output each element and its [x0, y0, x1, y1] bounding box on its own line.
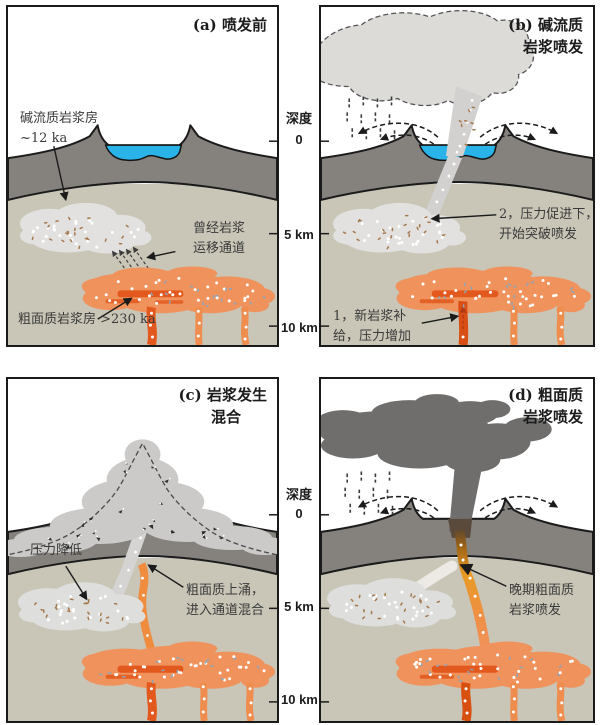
depth-tick-0-bottom: 0: [295, 506, 303, 521]
caldera-lake: [104, 144, 183, 162]
former-magma-channel: [111, 246, 149, 273]
mound-clasts: [47, 462, 225, 550]
label-line: 压力降低: [30, 543, 83, 558]
panel-c-title: (c) 岩浆发生 混合: [178, 385, 267, 429]
label-line: 开始突破喷发: [499, 226, 578, 242]
title-line: 岩浆喷发: [522, 37, 583, 56]
felsic-magma-chamber: [19, 202, 152, 254]
label-line: 粗面质岩浆房 >230 ka: [18, 312, 156, 327]
label-line: 2，压力促进下，: [499, 207, 599, 222]
label-line: 粗面质上涌，: [186, 583, 265, 598]
label-line: 运移通道: [192, 240, 245, 256]
depth-ticks: [269, 140, 277, 327]
felsic-bubbles: [31, 219, 140, 249]
felsic-crystals: [31, 216, 129, 250]
eruption-column: [445, 86, 483, 157]
title-line: (d) 粗面质: [508, 386, 583, 404]
felsic-bubbles: [360, 216, 444, 246]
depth-tick-10km-bottom: 10 km: [281, 692, 318, 707]
label-trachyte-chamber: 粗面质岩浆房 >230 ka: [18, 310, 156, 330]
label-line: 岩浆喷发: [509, 602, 562, 618]
depth-tick-0-top: 0: [295, 132, 303, 147]
depth-ticks: [269, 514, 277, 703]
panel-a-title: (a) 喷发前: [193, 15, 267, 37]
panel-a-illustration: [8, 124, 277, 345]
panel-d-illustration: [321, 394, 593, 721]
annotation-arrows: [53, 146, 176, 320]
felsic-crystals: [33, 598, 124, 624]
felsic-conduit: [419, 154, 463, 232]
ash-fall: [346, 96, 396, 140]
title-line: (c) 岩浆发生: [178, 386, 267, 404]
annotation-arrows: [459, 563, 507, 587]
label-step2: 2，压力促进下， 开始突破喷发: [499, 205, 598, 244]
trachyte-crystals: [437, 281, 575, 310]
pyroclastic-mound: [8, 439, 277, 558]
felsic-crystals: [342, 214, 446, 250]
felsic-magma-chamber: [17, 582, 146, 632]
felsic-bubbles: [46, 594, 130, 625]
title-line: 岩浆喷发: [522, 407, 583, 426]
trachyte-bubbles: [94, 276, 255, 305]
label-line: 曾经岩浆: [192, 221, 245, 236]
label-line: 给，压力增加: [333, 328, 412, 344]
trachyte-crystals: [99, 657, 260, 684]
felsic-magma-chamber: [333, 202, 467, 254]
depth-tick-10km-top: 10 km: [281, 320, 318, 335]
depth-scale-title-top: 深度: [285, 112, 312, 127]
label-line: 晚期粗面质: [509, 583, 575, 598]
label-line: 进入通道混合: [186, 602, 265, 618]
panel-c-illustration: [8, 439, 277, 721]
label-pressure-drop: 压力降低: [30, 541, 82, 561]
annotation-arrows: [65, 564, 184, 601]
pyroclastic-surge-arrows: [357, 122, 559, 145]
panel-c: (c) 岩浆发生 混合 压力降低 粗面质上涌， 进入通道混合: [6, 377, 279, 723]
felsic-bubbles: [344, 590, 433, 621]
volcano-edifice: [8, 124, 277, 201]
ash-fall: [344, 471, 394, 515]
mound-outline: [8, 442, 277, 556]
depth-tick-5km-top: 5 km: [284, 227, 314, 242]
annotation-arrows: [421, 213, 497, 324]
conduit-bubbles: [459, 543, 485, 634]
trachyte-bubbles: [114, 655, 266, 682]
label-alkaline-chamber: 碱流质岩浆房 ~12 ka: [20, 109, 98, 148]
panel-b-title: (b) 碱流质 岩浆喷发: [508, 15, 583, 59]
depth-scale-title-bottom: 深度: [285, 488, 312, 503]
pyroclastic-surge-arrows: [357, 495, 559, 519]
panel-b-illustration: [321, 9, 593, 345]
trachyte-crystals: [420, 656, 562, 682]
eruption-plume: [321, 9, 535, 107]
label-line: 1，新岩浆补: [333, 309, 407, 324]
label-late-eruption: 晚期粗面质 岩浆喷发: [509, 581, 574, 620]
label-former-channel: 曾经岩浆 运移通道: [176, 219, 262, 258]
label-step1: 1，新岩浆补 给，压力增加: [333, 307, 411, 346]
label-line: ~12 ka: [20, 130, 68, 146]
column-clasts: [458, 106, 476, 147]
panel-a-title-text: (a) 喷发前: [192, 16, 267, 34]
trachytic-magma-chamber: [81, 641, 276, 721]
trachytic-magma-chamber: [395, 641, 591, 721]
trachyte-crystals: [150, 280, 266, 308]
panel-b: (b) 碱流质 岩浆喷发 2，压力促进下， 开始突破喷发 1，新岩浆补 给，压力…: [319, 5, 598, 347]
panel-a: (a) 喷发前 碱流质岩浆房 ~12 ka 曾经岩浆 运移通道 粗面质岩浆房 >…: [6, 5, 279, 347]
title-line: 混合: [210, 407, 241, 426]
eruption-plume-dark: [321, 394, 552, 532]
trachyte-bubbles: [411, 277, 576, 308]
felsic-crystals: [350, 592, 441, 624]
dike-bubbles: [141, 576, 149, 637]
column-bubbles: [455, 99, 474, 154]
vent: [447, 518, 473, 538]
panel-d: (d) 粗面质 岩浆喷发 晚期粗面质 岩浆喷发: [319, 377, 595, 723]
trachyte-bubbles: [413, 653, 574, 684]
depth-ticks: [321, 514, 330, 703]
depth-tick-5km-bottom: 5 km: [284, 599, 314, 614]
title-line: (b) 碱流质: [508, 16, 583, 34]
label-line: 碱流质岩浆房: [20, 111, 99, 126]
trachyte-dike-rising: [137, 562, 156, 652]
depth-ticks: [321, 140, 330, 327]
panel-d-title: (d) 粗面质 岩浆喷发: [508, 385, 583, 429]
label-mixing: 粗面质上涌， 进入通道混合: [186, 581, 264, 620]
